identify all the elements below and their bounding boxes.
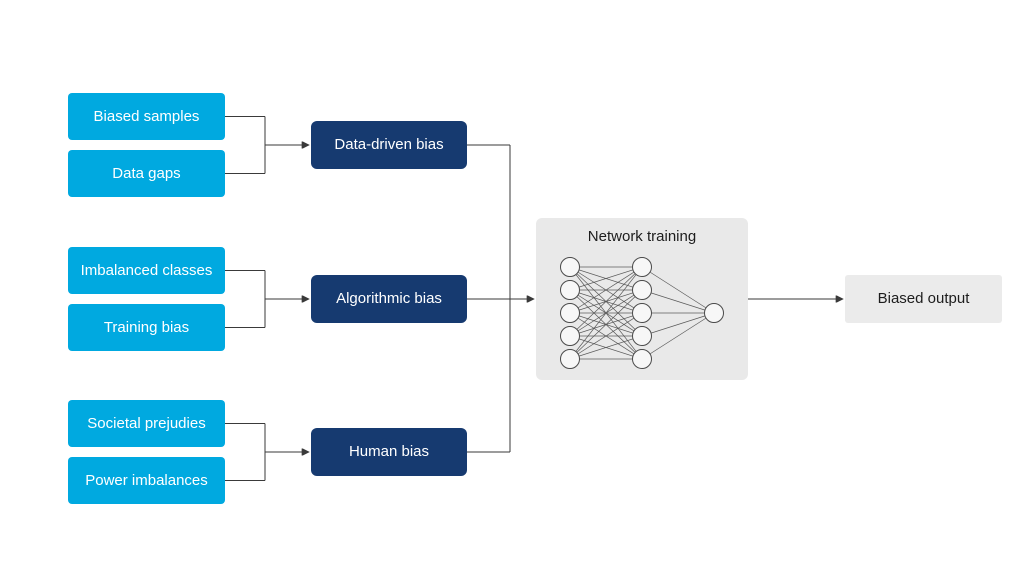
source-box-biased-samples: Biased samples <box>68 93 225 140</box>
source-box-societal-prejudies: Societal prejudies <box>68 400 225 447</box>
bracket-pair-2 <box>225 270 266 328</box>
network-training-panel: Network training <box>536 218 748 380</box>
bias-box-data-driven: Data-driven bias <box>311 121 467 169</box>
source-box-data-gaps: Data gaps <box>68 150 225 197</box>
bracket-bias-merge <box>467 144 511 453</box>
bias-box-human: Human bias <box>311 428 467 476</box>
source-box-training-bias: Training bias <box>68 304 225 351</box>
network-training-label: Network training <box>587 228 697 245</box>
biased-output-box: Biased output <box>845 275 1002 323</box>
bias-box-algorithmic: Algorithmic bias <box>311 275 467 323</box>
source-box-power-imbalances: Power imbalances <box>68 457 225 504</box>
bracket-pair-3 <box>225 423 266 481</box>
neural-network-diagram <box>560 257 724 369</box>
source-box-imbalanced-classes: Imbalanced classes <box>68 247 225 294</box>
bracket-pair-1 <box>225 116 266 174</box>
